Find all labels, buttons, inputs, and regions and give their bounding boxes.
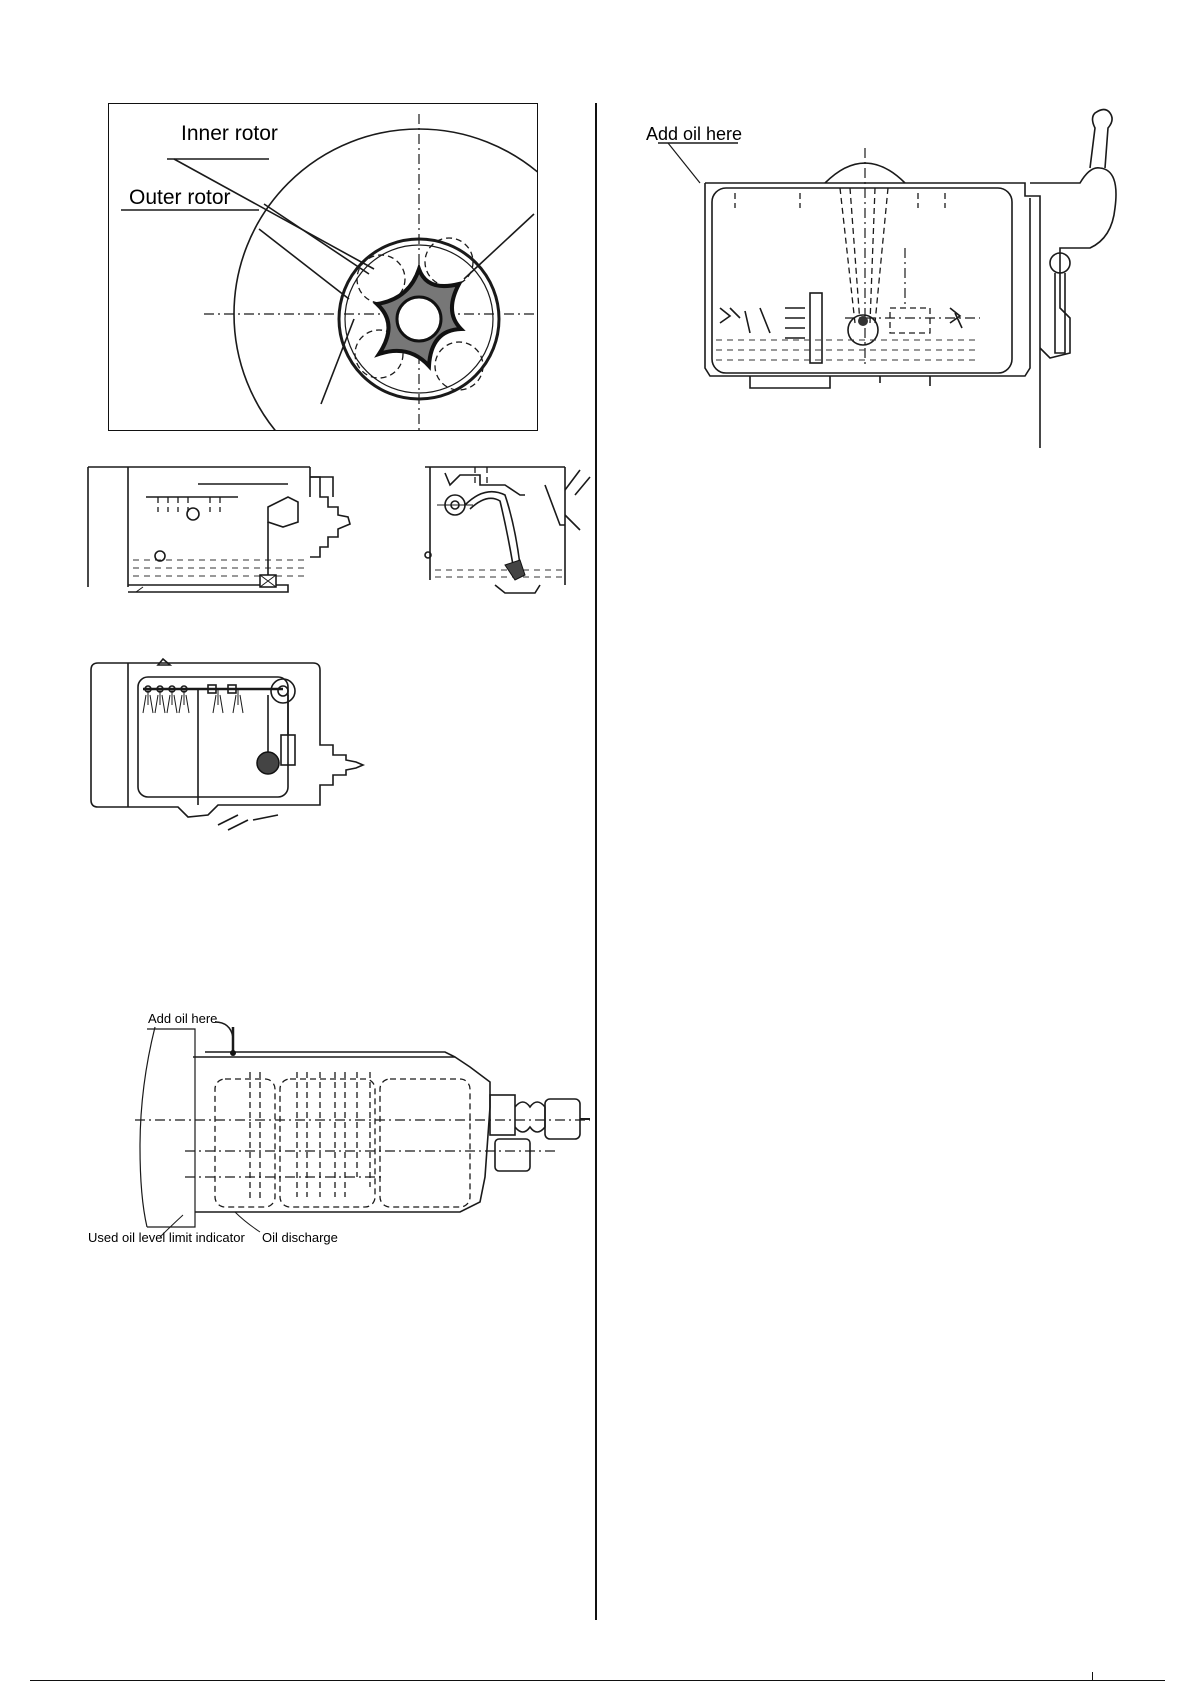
gearbox-add-oil-label: Add oil here xyxy=(148,1011,217,1026)
gear-pump-lubrication-diagram xyxy=(425,465,590,597)
gearbox-diagram xyxy=(135,1027,590,1237)
footer-rule xyxy=(30,1680,1165,1681)
footer-mark xyxy=(1092,1672,1093,1680)
outer-rotor-label: Outer rotor xyxy=(129,186,231,210)
spray-add-oil-label: Add oil here xyxy=(646,124,742,145)
apron-lubrication-diagram xyxy=(88,655,363,835)
inner-rotor-label: Inner rotor xyxy=(181,122,278,146)
oil-discharge-label: Oil discharge xyxy=(262,1230,338,1245)
headstock-lubrication-diagram xyxy=(88,467,378,597)
splash-lubrication-diagram xyxy=(650,108,1140,388)
column-divider xyxy=(595,103,597,1620)
used-oil-indicator-label: Used oil level limit indicator xyxy=(88,1230,245,1245)
rotor-diagram xyxy=(109,104,537,430)
rotor-figure: Inner rotor Outer rotor xyxy=(108,103,538,431)
